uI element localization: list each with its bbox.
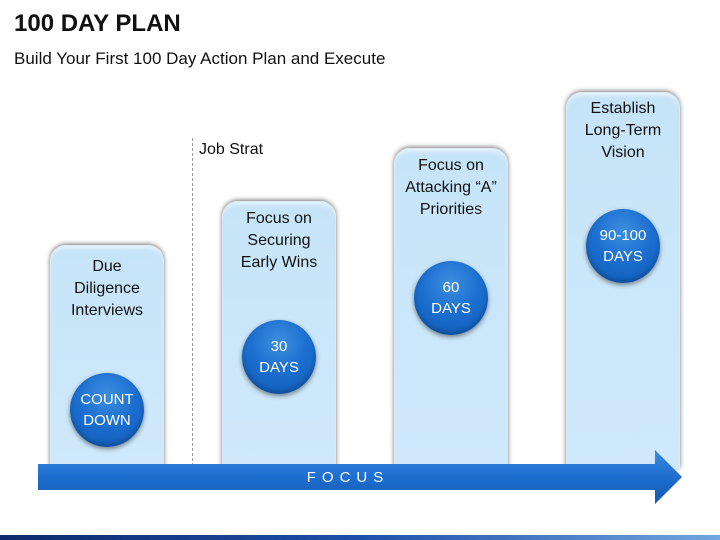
stage-badge: 60 DAYS [414, 261, 488, 335]
stage-column-4: Establish Long-Term Vision 90-100 DAYS [566, 92, 680, 469]
section-divider [192, 138, 193, 466]
stage-text: Focus on Securing Early Wins [240, 210, 318, 271]
arrow-label: FOCUS [306, 469, 390, 486]
divider-label: Job Strat [199, 141, 264, 158]
page-title: 100 DAY PLAN [14, 10, 181, 37]
page-subtitle: Build Your First 100 Day Action Plan and… [14, 49, 386, 68]
footer-bar [0, 535, 720, 540]
stage-badge: 90-100 DAYS [586, 209, 660, 283]
focus-arrow-icon [38, 450, 682, 504]
stage-column-3: Focus on Attacking “A” Priorities 60 DAY… [394, 148, 508, 469]
stage-column-1: Due Diligence Interviews COUNT DOWN [50, 245, 164, 469]
stage-badge: 30 DAYS [242, 320, 316, 394]
stage-text: Due Diligence Interviews [70, 258, 144, 319]
stage-text: Focus on Attacking “A” Priorities [405, 157, 497, 218]
stage-text: Establish Long-Term Vision [584, 100, 662, 161]
stage-column-2: Focus on Securing Early Wins 30 DAYS [222, 201, 336, 469]
stage-badge: COUNT DOWN [70, 373, 144, 447]
